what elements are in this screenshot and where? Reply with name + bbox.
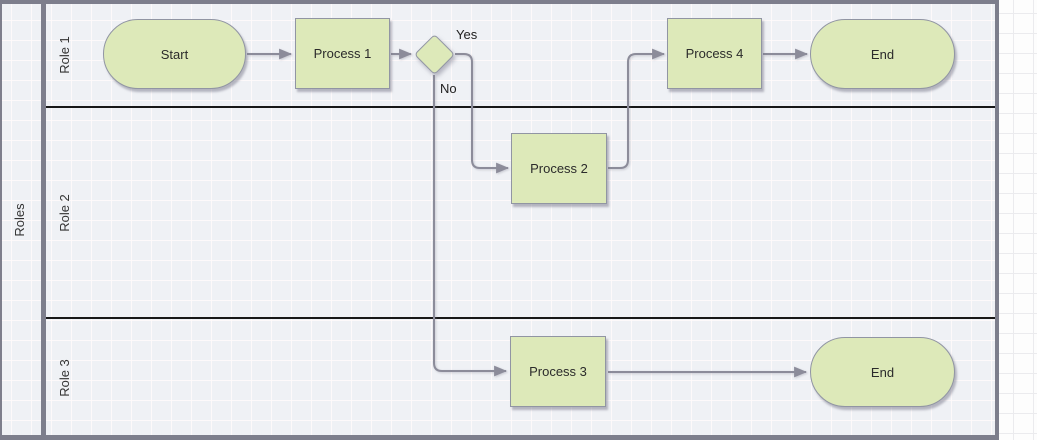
node-end-role1-label: End bbox=[870, 46, 895, 62]
pool-label[interactable]: Roles bbox=[11, 203, 27, 237]
lane-divider-1 bbox=[46, 106, 995, 108]
edge-label-no[interactable]: No bbox=[440, 81, 457, 96]
node-process4-label: Process 4 bbox=[685, 46, 744, 61]
node-start-label: Start bbox=[160, 46, 189, 62]
node-process3[interactable]: Process 3 bbox=[510, 336, 606, 407]
node-process2-label: Process 2 bbox=[530, 161, 588, 176]
decision-diamond bbox=[413, 33, 456, 76]
lane-label-role1[interactable]: Role 1 bbox=[56, 36, 72, 74]
node-process1[interactable]: Process 1 bbox=[295, 18, 390, 89]
lane-label-role2[interactable]: Role 2 bbox=[56, 194, 72, 232]
node-process1-label: Process 1 bbox=[313, 46, 372, 61]
node-end-role1[interactable]: End bbox=[810, 19, 955, 89]
node-start[interactable]: Start bbox=[103, 19, 246, 89]
node-end-role3-label: End bbox=[870, 364, 895, 380]
node-process4[interactable]: Process 4 bbox=[667, 18, 762, 89]
node-decision[interactable] bbox=[413, 33, 456, 76]
lane-label-role3[interactable]: Role 3 bbox=[56, 359, 72, 397]
pool-title-separator bbox=[41, 0, 46, 440]
edge-label-yes[interactable]: Yes bbox=[456, 27, 478, 42]
node-process3-label: Process 3 bbox=[529, 364, 587, 379]
node-end-role3[interactable]: End bbox=[810, 337, 955, 407]
node-process2[interactable]: Process 2 bbox=[511, 133, 607, 204]
lane-divider-2 bbox=[46, 317, 995, 319]
